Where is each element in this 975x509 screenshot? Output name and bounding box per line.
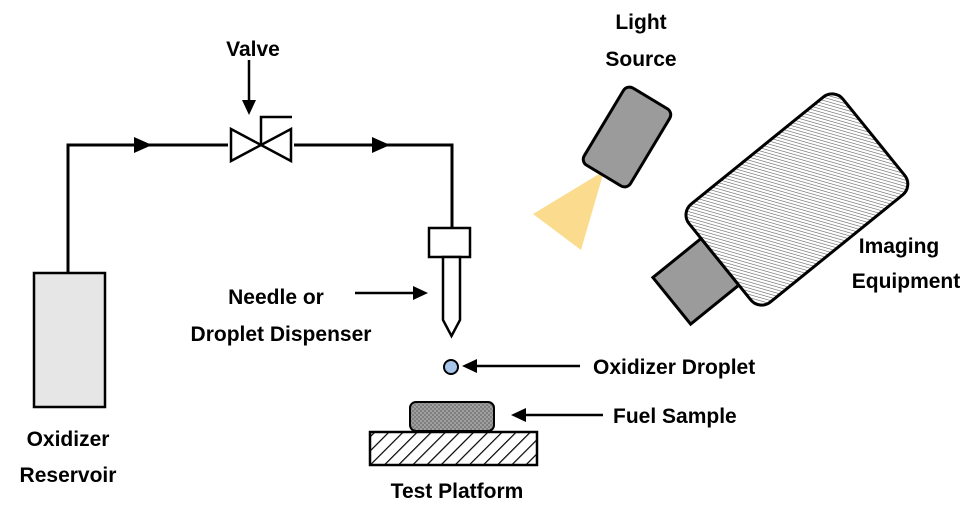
fuel-sample [409, 401, 495, 432]
fuel-sample-label: Fuel Sample [613, 405, 737, 428]
valve-label: Valve [226, 38, 280, 61]
test-platform-label: Test Platform [391, 480, 524, 503]
reservoir-label-line1: Oxidizer [27, 428, 110, 451]
flow-arrow-1 [134, 137, 152, 153]
needle-dispenser [427, 226, 472, 339]
light-source [581, 85, 673, 189]
imaging-label-line1: Imaging [859, 235, 940, 258]
imaging-label-line2: Equipment [852, 270, 961, 293]
oxidizer-reservoir [32, 271, 107, 409]
test-platform [368, 430, 539, 467]
light-source-label-line1: Light [615, 11, 666, 34]
reservoir-label-line2: Reservoir [20, 464, 117, 487]
light-source-label-line2: Source [605, 48, 676, 71]
pointer-arrows [355, 286, 603, 422]
needle-label-line2: Droplet Dispenser [191, 323, 372, 346]
oxidizer-droplet-label: Oxidizer Droplet [593, 356, 755, 379]
needle-label-line1: Needle or [228, 286, 324, 309]
flow-arrow-2 [372, 137, 390, 153]
light-beam [533, 171, 604, 250]
valve-icon [229, 115, 293, 164]
oxidizer-droplet [443, 359, 459, 375]
imaging-equipment [650, 92, 910, 327]
feed-line [66, 143, 454, 273]
